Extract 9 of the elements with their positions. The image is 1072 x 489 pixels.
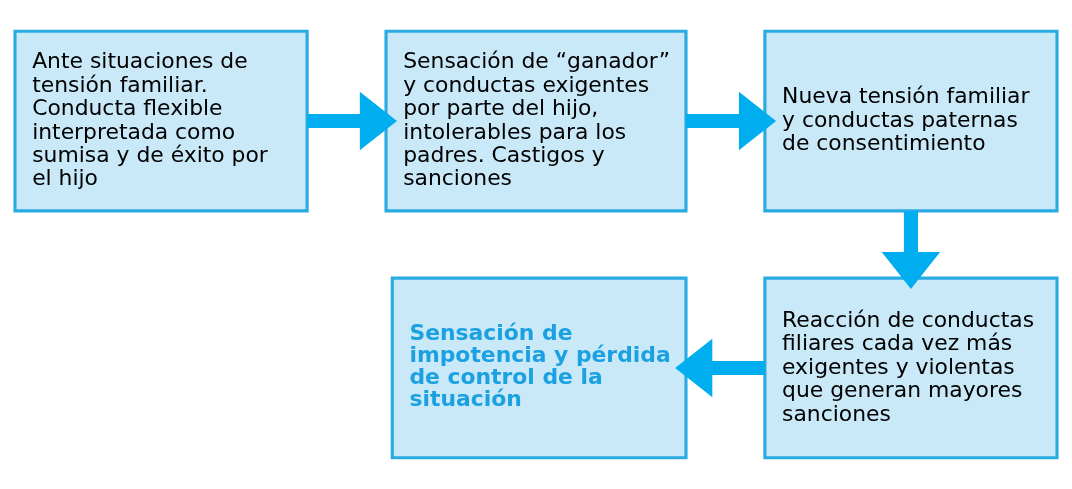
arrow bbox=[675, 338, 765, 398]
node-box: Sensación de impotencia y pérdida de control de la situación bbox=[390, 276, 688, 460]
arrow bbox=[307, 91, 397, 151]
node-box: Nueva tensión familiar y conductas paternas de consentimiento bbox=[763, 29, 1059, 213]
node-box: Sensación de “ganador” y conductas exigentes por parte del hijo, intolerables para los padres. Castigos y sanciones bbox=[384, 29, 688, 213]
node-box: Ante situaciones de tensión familiar. Conducta flexible interpretada como sumisa y de éxito por el hijo bbox=[13, 29, 309, 213]
arrow bbox=[686, 91, 777, 151]
arrow bbox=[881, 211, 941, 290]
node-box: Reacción de conductas filiares cada vez más exigentes y violentas que generan mayores sanciones bbox=[763, 276, 1059, 460]
